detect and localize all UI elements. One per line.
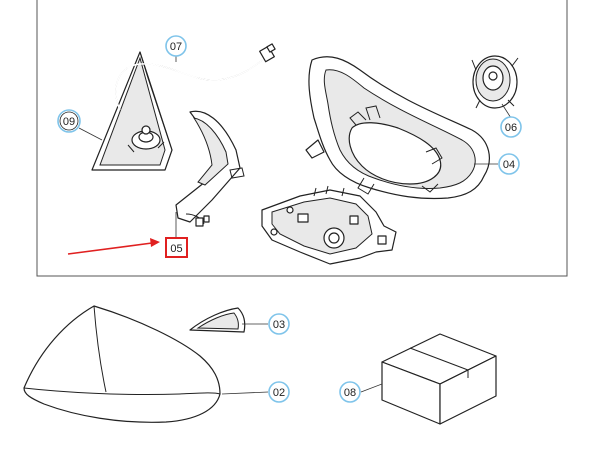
callout-05[interactable]: 05 (165, 237, 188, 258)
mirror-base-part (91, 51, 173, 171)
callout-04-label: 04 (503, 159, 515, 171)
wiring-cable-part (115, 43, 276, 111)
callout-03-label: 03 (273, 319, 285, 331)
mirror-motor-part (471, 55, 519, 109)
inner-bracket-part (175, 110, 245, 227)
callout-02[interactable]: 02 (268, 381, 290, 403)
callout-02-label: 02 (273, 387, 285, 399)
callout-08[interactable]: 08 (339, 381, 361, 403)
mirror-cover-part (23, 305, 221, 423)
mounting-plate-part (261, 185, 397, 265)
callout-08-label: 08 (344, 387, 356, 399)
callout-04[interactable]: 04 (498, 153, 520, 175)
callout-07-label: 07 (170, 41, 182, 53)
highlight-arrow (67, 238, 160, 255)
callout-06[interactable]: 06 (500, 116, 522, 138)
leader-lines (78, 56, 512, 395)
mirror-housing-frame-part (305, 56, 490, 200)
assembly-frame (36, 0, 568, 277)
callout-07[interactable]: 07 (165, 35, 187, 57)
callout-09[interactable]: 09 (57, 109, 81, 133)
callout-09-label: 09 (63, 116, 75, 128)
package-box-part (381, 333, 497, 425)
glass-segment-part (189, 307, 246, 333)
callout-03[interactable]: 03 (268, 313, 290, 335)
callout-06-label: 06 (505, 122, 517, 134)
callout-05-label: 05 (170, 243, 182, 255)
